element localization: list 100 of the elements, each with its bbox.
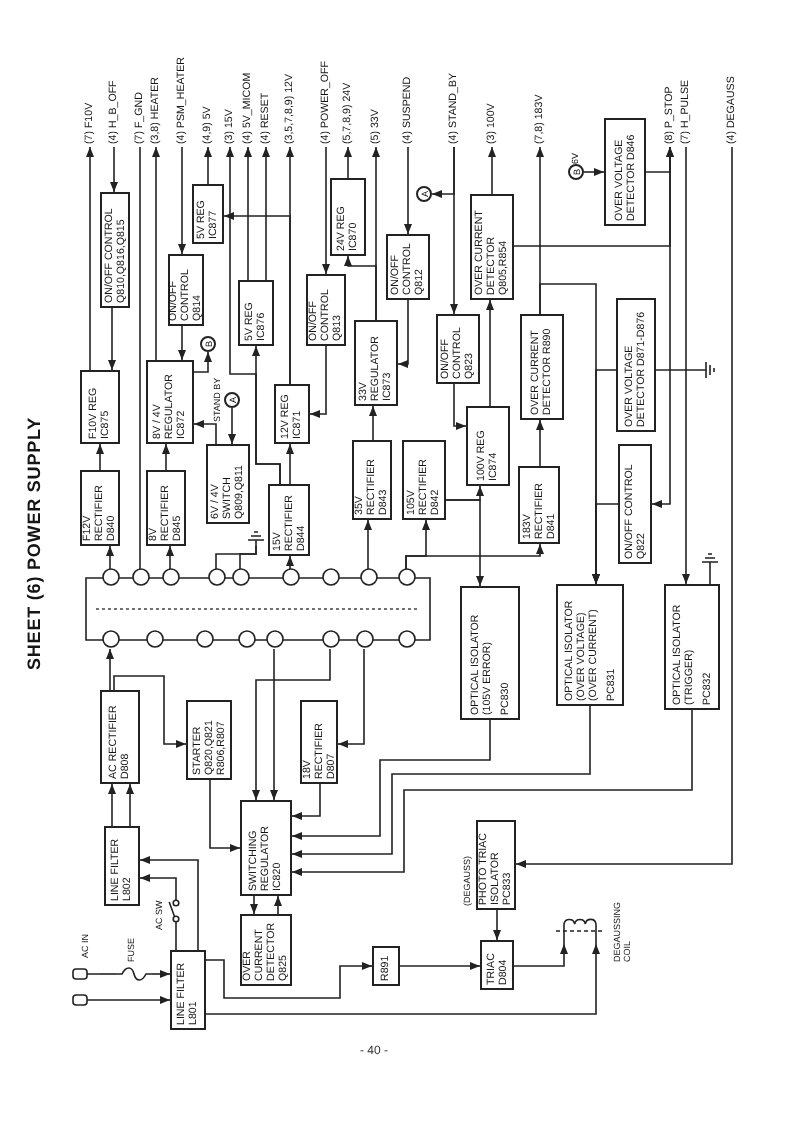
arrow [86,146,94,371]
fuse-symbol [116,966,152,982]
pin-circle [131,569,149,587]
wire-line [709,567,711,585]
block-box [518,466,560,544]
block-box [146,470,186,546]
block-box [80,370,120,444]
diagram-title: SHEET (6) POWER SUPPLY [22,417,46,670]
arrow [139,874,177,895]
arrow [223,212,291,385]
block-box [618,444,652,564]
pin-circle [237,631,255,649]
wire-line [655,369,701,371]
block-box [170,950,206,1030]
block-box [274,384,310,444]
arrow [204,146,212,185]
pin-circle [101,631,119,649]
pin-circle [321,569,339,587]
arrow [106,545,114,570]
arrow [209,779,241,852]
arrow [274,895,282,915]
arrow [286,443,294,485]
pin-circle [397,569,415,587]
block-box [436,314,480,384]
arrow [344,146,352,179]
arrow [682,146,690,585]
arrow [106,648,114,691]
arrow [309,345,327,418]
pin-circle [265,631,283,649]
arrow [592,503,619,585]
block-box [466,406,510,486]
block-box [402,440,446,520]
arrow [513,943,568,967]
block-box [206,444,250,524]
arrow [270,648,278,801]
arrow [515,146,733,868]
arrow [291,709,693,876]
block-box [386,234,430,300]
arrow [108,307,116,371]
arrow [99,996,171,1004]
arrow [322,146,330,275]
pin-circle [397,631,415,649]
arrow [513,146,674,247]
block-box [354,320,398,406]
arrow [397,299,409,368]
block-box [470,194,514,300]
arrow [291,719,491,840]
block-box [168,254,204,326]
arrow [399,962,481,970]
arrow [228,407,236,445]
ground-symbol [700,362,716,378]
pin-circle [145,631,163,649]
wire-line [99,973,117,975]
arrow [337,648,365,748]
pin-circle [355,631,373,649]
wire-line [239,545,257,570]
block-box [664,584,720,710]
arrow [344,255,377,321]
block-box [330,178,366,256]
arrow [193,420,217,445]
arrow [162,443,170,471]
block-box [100,690,140,784]
block-box [306,274,346,346]
arrow [151,970,171,978]
block-box [186,700,232,780]
arrow [126,783,134,827]
arrow [486,299,494,407]
arrow [193,351,212,373]
pin-circle [281,569,299,587]
block-box [240,800,292,896]
block-box [460,586,520,720]
arrow [453,383,467,430]
ground-symbol [702,552,718,568]
arrow [205,943,600,1015]
arrow [404,146,412,235]
arrow [110,146,118,193]
arrow [226,146,281,485]
arrow [244,146,252,281]
pin-circle [195,631,213,649]
switch-symbol [168,894,184,928]
ground-symbol [248,530,264,546]
arrow [488,146,496,195]
arrow [369,405,377,441]
arrow [536,419,544,467]
pin-circle [231,569,249,587]
block-box [372,946,400,986]
connector-circle [568,164,584,180]
arrow [178,146,186,255]
block-box [616,298,656,432]
arrow [252,648,331,801]
block-box [104,826,140,906]
pin-circle [321,631,339,649]
arrow [262,146,270,281]
pin-circle [359,569,377,587]
pin-circle [161,569,179,587]
block-box [192,184,224,244]
block-box [146,360,194,444]
arrow [286,555,294,570]
arrow [583,168,605,176]
arrow [405,543,544,570]
